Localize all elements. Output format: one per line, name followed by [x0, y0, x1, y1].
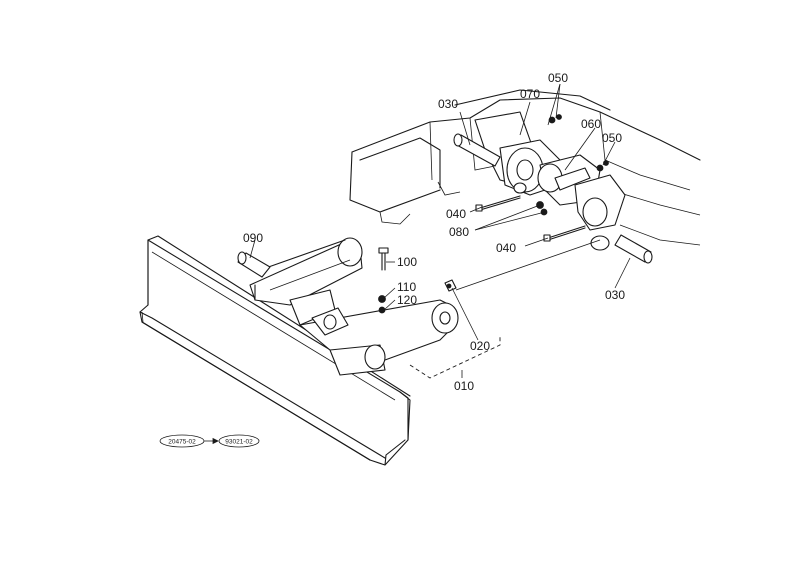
- callout-080: 080: [449, 225, 469, 239]
- callout-060: 060: [581, 117, 601, 131]
- tractor-frame: [349, 89, 701, 246]
- leader-lines: [249, 83, 631, 378]
- ref-code-from: 20475-02: [168, 439, 196, 446]
- pin-030-right: [614, 234, 653, 264]
- nut-050-right: [596, 160, 609, 172]
- callout-030-right: 030: [605, 288, 625, 302]
- callout-040-lower: 040: [496, 241, 516, 255]
- callout-030-upper: 030: [438, 97, 458, 111]
- bolt-040-upper: [475, 195, 521, 212]
- fitting-020: [444, 279, 457, 292]
- nut-050-upper: [548, 114, 562, 124]
- bolt-100: [378, 247, 389, 271]
- reference-codes: 20475-02 93021-02: [159, 434, 260, 448]
- nut-110: [378, 295, 386, 303]
- dozer-blade: [139, 235, 411, 466]
- pin-090: [237, 251, 271, 278]
- push-frame: [249, 237, 459, 376]
- callout-090: 090: [243, 231, 263, 245]
- assembly-lines: [409, 239, 601, 379]
- ref-code-to: 93021-02: [225, 439, 253, 446]
- callout-100: 100: [397, 255, 417, 269]
- callout-040-upper: 040: [446, 207, 466, 221]
- callout-labels: 030 070 050 060 050 040 080 040 030 090 …: [243, 71, 625, 393]
- nut-120: [378, 306, 386, 314]
- callout-020: 020: [470, 339, 490, 353]
- callout-110: 110: [397, 280, 416, 294]
- callout-010: 010: [454, 379, 474, 393]
- pin-030-upper: [453, 133, 501, 167]
- callout-120: 120: [397, 293, 417, 307]
- pin-060: [554, 167, 591, 191]
- bolt-040-lower: [543, 225, 586, 242]
- arrow-icon: [212, 437, 219, 445]
- callout-050-right: 050: [602, 131, 622, 145]
- callout-050-upper: 050: [548, 71, 568, 85]
- callout-070: 070: [520, 87, 540, 101]
